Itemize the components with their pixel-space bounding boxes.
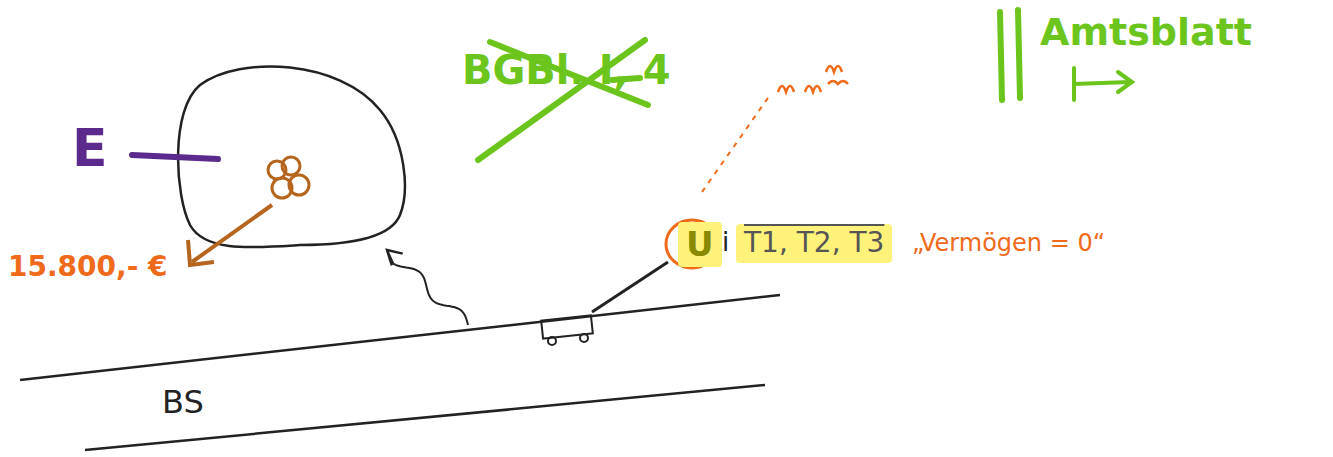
asset-note: „Vermögen = 0“ <box>912 230 1105 256</box>
value-arrow-head <box>188 240 214 265</box>
maps-to-arrow <box>1074 68 1132 100</box>
road-edge <box>85 385 765 450</box>
wavy-arrow <box>387 250 468 325</box>
crossed-citation: BGBl. I, 4 <box>462 48 670 92</box>
object-region: E <box>180 68 405 250</box>
dashed-line <box>702 95 770 192</box>
gazette-label: Amtsblatt <box>1040 12 1252 54</box>
road-edge <box>20 295 780 380</box>
valuables-symbol <box>268 157 309 198</box>
node-text: E <box>72 120 108 177</box>
leader-line <box>592 262 668 312</box>
value-arrow <box>192 205 272 262</box>
arrow-head <box>387 250 403 265</box>
separator: i <box>722 228 729 257</box>
wavy-line <box>387 250 468 325</box>
party-letter: U <box>678 222 722 267</box>
party-list: T1, T2, T3 <box>736 224 892 263</box>
double-bar <box>1000 10 1020 100</box>
vehicle-symbol <box>541 315 593 345</box>
scribble <box>778 66 848 92</box>
road-band: BS <box>130 325 650 435</box>
amount-label: 15.800,- € <box>8 252 168 283</box>
node-text: BS <box>162 385 204 420</box>
pointer-line <box>132 155 218 159</box>
